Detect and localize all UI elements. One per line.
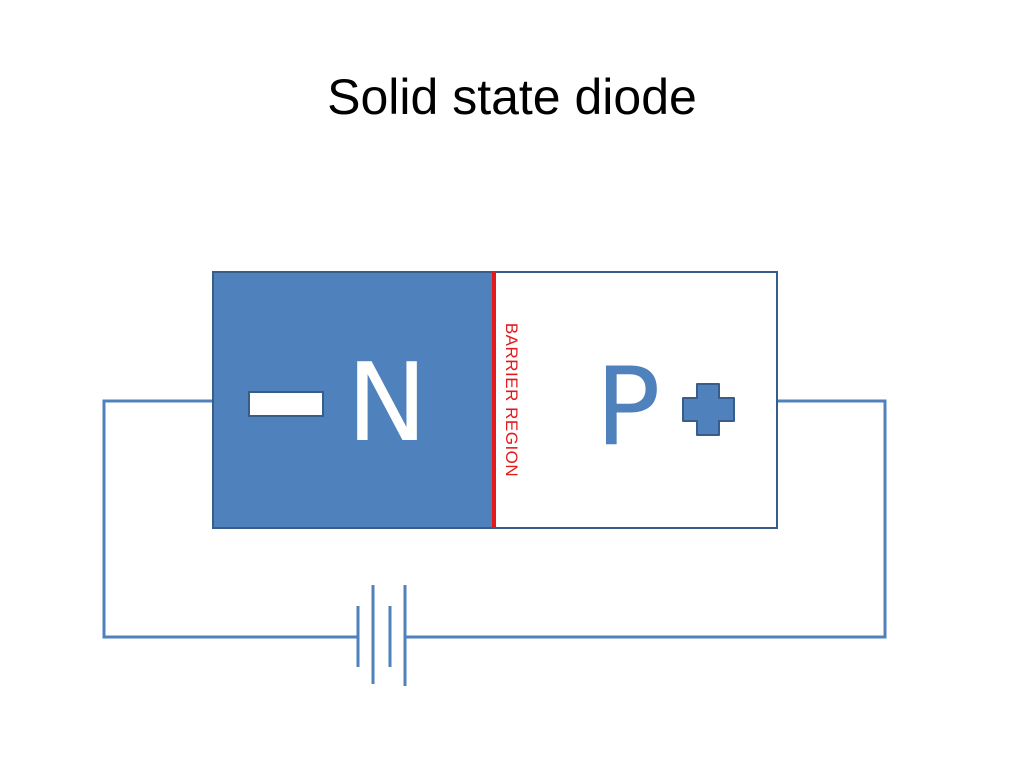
plus-icon [682,383,735,436]
left-wire [102,399,358,639]
minus-icon [248,391,324,417]
battery-icon [356,585,407,686]
right-wire [405,399,887,639]
n-letter: N [347,341,428,466]
page-title: Solid state diode [327,69,697,125]
p-letter: P [595,345,660,470]
barrier-label: BARRIER REGION [502,323,521,477]
circuit-wires [102,399,887,639]
